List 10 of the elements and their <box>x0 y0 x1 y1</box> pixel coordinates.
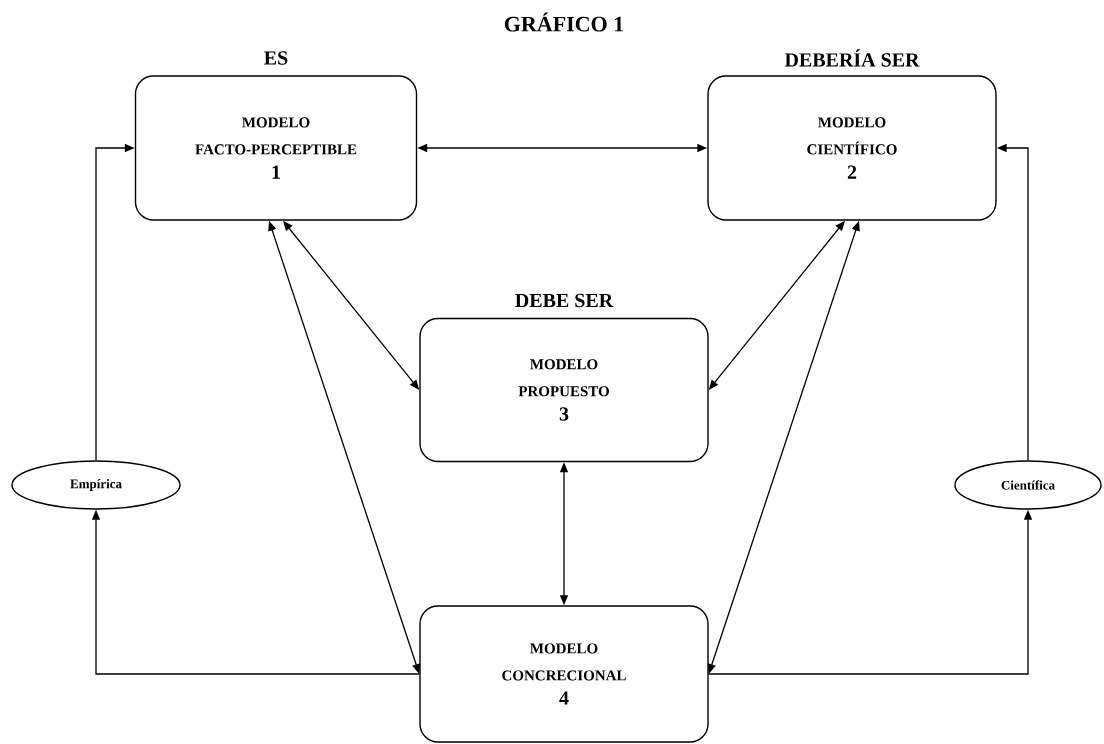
model-box: MODELO PROPUESTO 3 <box>419 317 709 463</box>
model-box: MODELO CIENTÍFICO 2 <box>707 75 997 221</box>
oval-node: Científica <box>954 460 1102 510</box>
oval-node: Empírica <box>11 460 181 510</box>
box-heading: ES <box>264 51 288 65</box>
model-box: MODELO CONCRECIONAL 4 <box>419 605 709 743</box>
diagram-title: GRÁFICO 1 <box>504 12 624 32</box>
box-heading: DEBE SER <box>515 293 614 308</box>
model-box: MODELO FACTO-PERCEPTIBLE 1 <box>134 75 418 221</box>
box-heading: DEBERÍA SER <box>784 49 920 67</box>
